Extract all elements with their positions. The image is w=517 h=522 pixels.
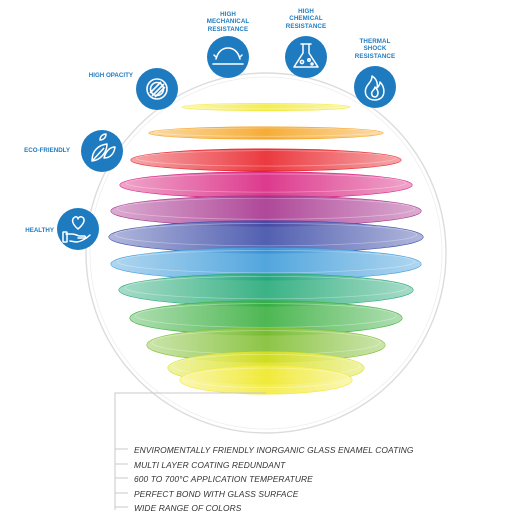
label-chemical-line-1: HIGH (298, 8, 314, 15)
color-layer-sheen (109, 221, 423, 253)
feature-item: PERFECT BOND WITH GLASS SURFACE (134, 488, 299, 499)
label-thermal-line-2: SHOCK (363, 45, 387, 53)
badge-eco-friendly (81, 130, 123, 172)
color-layer-highlight (135, 303, 397, 328)
badge-mechanical (207, 36, 249, 78)
color-layer-sheen (120, 172, 412, 198)
color-layer-highlight (116, 250, 416, 274)
label-high-opacity: HIGH OPACITY (88, 72, 133, 79)
label-eco-friendly: ECO-FRIENDLY (24, 147, 70, 154)
label-thermal: THERMAL SHOCK RESISTANCE (340, 38, 410, 60)
color-layer-highlight (114, 223, 418, 247)
color-layer-sheen (147, 328, 385, 362)
label-chemical: HIGH CHEMICAL RESISTANCE (271, 8, 341, 30)
feature-item: MULTI LAYER COATING REDUNDANT (134, 459, 286, 470)
arc-pressure-icon (212, 47, 244, 65)
label-chemical-line-3: RESISTANCE (285, 22, 327, 30)
color-layer-sheen (131, 149, 401, 171)
label-mechanical-line-2: MECHANICAL (206, 18, 250, 26)
color-layer-sheen (119, 274, 413, 306)
sphere-outline-inner (89, 76, 443, 430)
flame-icon (364, 75, 385, 101)
color-layer-highlight (153, 127, 379, 137)
feature-list: ENVIROMENTALLY FRIENDLY INORGANIC GLASS … (134, 443, 414, 516)
color-layer-highlight (116, 197, 416, 220)
color-layer-highlight (135, 150, 397, 167)
color-layer-highlight (124, 275, 408, 300)
badge-high-opacity (136, 68, 178, 110)
color-layer-sheen (111, 196, 421, 226)
feature-leader-line (114, 392, 266, 510)
label-healthy: HEALTHY (25, 227, 54, 234)
color-layers (108, 103, 424, 395)
label-chemical-line-2: CHEMICAL (289, 15, 323, 23)
feature-item: ENVIROMENTALLY FRIENDLY INORGANIC GLASS … (134, 445, 414, 455)
badge-thermal (354, 66, 396, 108)
color-layer-highlight (125, 173, 407, 193)
label-mechanical-line-3: RESISTANCE (207, 25, 249, 33)
feature-tick-marks (115, 448, 128, 508)
flask-icon (293, 43, 319, 68)
badge-chemical (285, 36, 327, 78)
color-layer-sheen (130, 301, 402, 335)
color-layer-sheen (182, 103, 350, 111)
feature-item: WIDE RANGE OF COLORS (134, 503, 242, 514)
label-thermal-line-3: RESISTANCE (354, 52, 396, 60)
color-layer-highlight (184, 103, 348, 110)
label-mechanical-line-1: HIGH (220, 11, 236, 18)
badge-healthy (57, 208, 99, 250)
color-layer-sheen (111, 248, 421, 280)
leaves-icon (91, 133, 116, 162)
color-layer-sheen (149, 127, 383, 139)
color-layer-highlight (183, 367, 349, 389)
feature-item: 600 TO 700°C APPLICATION TEMPERATURE (134, 474, 313, 485)
opacity-circle-icon (146, 78, 168, 100)
heart-hand-icon (62, 216, 91, 243)
color-layer-sheen (180, 366, 352, 394)
label-mechanical: HIGH MECHANICAL RESISTANCE (193, 11, 263, 33)
label-thermal-line-1: THERMAL (359, 38, 391, 45)
sphere-outline (85, 72, 447, 434)
